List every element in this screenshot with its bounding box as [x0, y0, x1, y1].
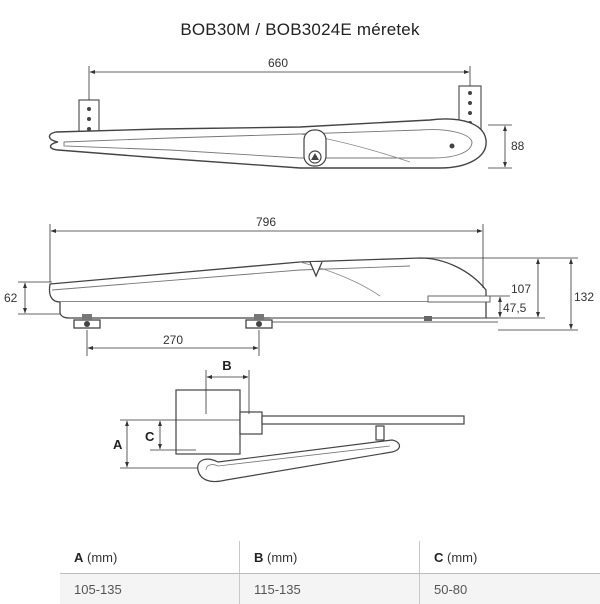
dim-88: 88: [511, 139, 525, 153]
dim-47-5: 47,5: [503, 301, 527, 315]
table-header-c: C (mm): [420, 541, 600, 574]
dim-660: 660: [268, 56, 288, 70]
table-cell-c: 50-80: [420, 574, 600, 604]
dim-796: 796: [256, 215, 276, 229]
technical-drawing: 660 88 796: [0, 0, 600, 540]
table-cell-b: 115-135: [240, 574, 420, 604]
label-c: C: [145, 429, 155, 444]
dim-132: 132: [574, 290, 594, 304]
label-b: B: [222, 358, 231, 373]
table-row: 105-135 115-135 50-80: [60, 574, 600, 604]
table-header-row: A (mm) B (mm) C (mm): [60, 541, 600, 574]
dim-270: 270: [163, 333, 183, 347]
side-view: [49, 258, 498, 328]
table-header-a: A (mm): [60, 541, 240, 574]
top-operator-body: [49, 119, 486, 168]
top-view: [49, 86, 486, 168]
gate-leaf: [262, 416, 464, 424]
dimension-table: A (mm) B (mm) C (mm) 105-135 115-135 50-…: [60, 541, 600, 604]
installation-view: [176, 390, 464, 482]
table-cell-a: 105-135: [60, 574, 240, 604]
dim-62: 62: [4, 291, 18, 305]
dim-107: 107: [511, 282, 531, 296]
label-a: A: [113, 437, 123, 452]
post-bracket: [240, 412, 262, 434]
gate-post: [176, 390, 240, 454]
side-operator-body: [49, 258, 486, 302]
table-header-b: B (mm): [240, 541, 420, 574]
